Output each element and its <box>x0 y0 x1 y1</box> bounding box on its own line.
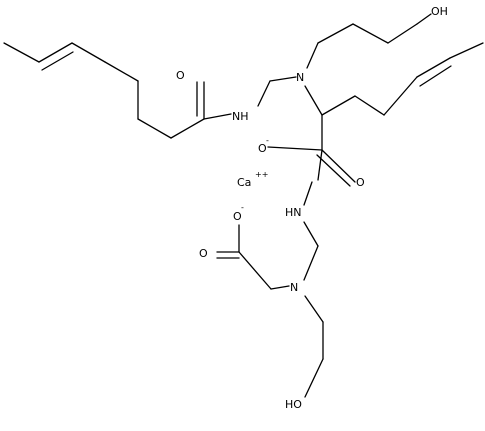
bond <box>304 85 323 116</box>
bond <box>317 23 354 44</box>
bond <box>170 118 205 139</box>
charge-o-carboxylate-bottom: - <box>241 203 244 212</box>
atom-label-hn-middle: HN <box>285 206 302 219</box>
atom-label-o-carboxylate-bottom: O <box>233 210 242 223</box>
atom-label-o-amide-right: O <box>356 176 365 189</box>
bond <box>238 251 272 290</box>
bond <box>419 65 452 87</box>
bond <box>3 42 40 63</box>
atom-label-oh-top: OH <box>431 5 448 18</box>
bond <box>137 118 172 139</box>
charge-o-carboxylate-top: - <box>266 136 269 145</box>
atom-label-o-amide-left: O <box>176 69 185 82</box>
atom-label-nh-left: NH <box>232 110 249 123</box>
atom-labels: OH N NH O O - O Ca ++ HN O - O N HO <box>176 5 448 411</box>
bond <box>41 51 74 71</box>
bond <box>304 295 324 323</box>
bond <box>321 95 356 116</box>
atom-label-calcium: Ca <box>237 176 251 189</box>
bond <box>203 113 232 120</box>
bond <box>317 149 323 181</box>
atom-label-n-top: N <box>296 71 304 84</box>
bond <box>104 61 139 82</box>
bond <box>269 76 297 82</box>
bond <box>303 221 319 247</box>
bond <box>38 42 73 63</box>
bond <box>71 42 106 63</box>
bond <box>267 146 323 151</box>
bond <box>304 358 324 398</box>
bond <box>303 181 313 206</box>
bond <box>416 57 451 78</box>
bond <box>257 80 271 107</box>
atom-label-o-carboxylate-top: O <box>258 142 267 155</box>
atom-label-n-bottom: N <box>290 281 298 294</box>
bonds <box>3 13 484 398</box>
bond <box>387 23 418 44</box>
bond <box>316 154 351 187</box>
bond <box>352 23 389 44</box>
bond <box>416 13 432 25</box>
atom-label-o-carbonyl-bottom: O <box>199 247 208 260</box>
bond <box>306 42 319 69</box>
bond <box>321 149 356 183</box>
atom-label-ho-bottom: HO <box>285 398 302 411</box>
bond <box>383 76 418 116</box>
charge-calcium: ++ <box>255 170 268 179</box>
bond <box>303 245 319 281</box>
bond <box>354 95 385 116</box>
bond <box>270 285 290 290</box>
bond <box>449 42 484 59</box>
